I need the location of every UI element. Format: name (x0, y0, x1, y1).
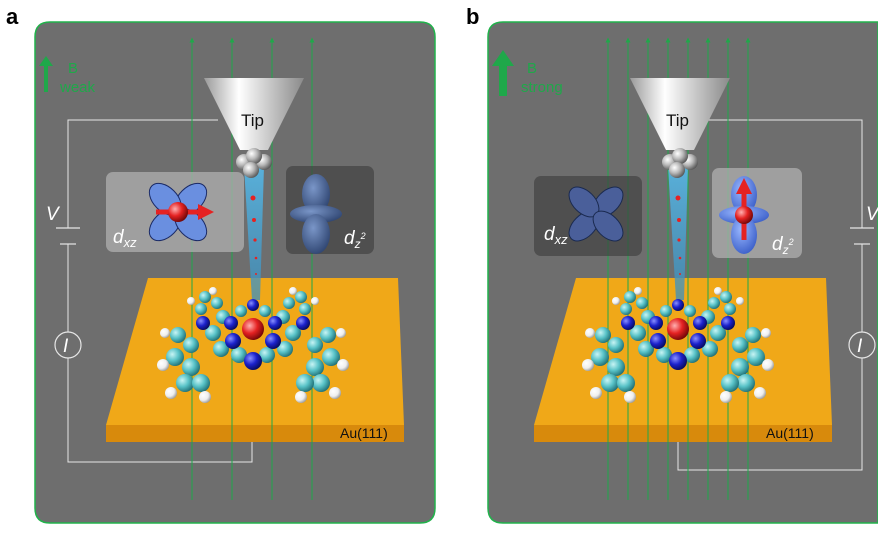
panel-b: b B strong V I Au(111) (466, 4, 878, 524)
voltage-label-a: V (46, 204, 61, 225)
orbital-right-label-a: dz2 (344, 228, 366, 251)
panel-b-letter: b (466, 4, 479, 29)
field-label-weak: weak (59, 79, 96, 96)
orbital-left-label-a: dxz (113, 227, 137, 250)
current-label-b: I (857, 336, 863, 357)
current-meter-b (848, 331, 876, 359)
spin-electron-b (735, 206, 753, 224)
panel-a: a B weak V I Au(111) (6, 4, 436, 524)
dxz-orbital-b (568, 186, 624, 242)
spin-arrow-a (198, 204, 214, 220)
voltage-label-b: V (866, 204, 878, 225)
orbital-right-label-b: dz2 (772, 234, 794, 257)
dz2-orbital-a (290, 174, 342, 254)
circuit-a (67, 119, 253, 463)
panel-a-letter: a (6, 4, 19, 29)
gold-substrate-b (534, 278, 832, 425)
tip-label-a: Tip (241, 111, 264, 130)
circuit-b (677, 119, 863, 471)
tunneling-beam-b (668, 166, 688, 300)
stm-tip-a (204, 78, 304, 150)
substrate-label-b: Au(111) (766, 425, 814, 441)
current-meter-a (54, 331, 82, 359)
substrate-label-a: Au(111) (340, 425, 388, 441)
spin-arrow-b (736, 178, 752, 194)
field-label-b-b: B (527, 60, 537, 77)
orbital-left-label-b: dxz (544, 224, 568, 247)
tip-label-b: Tip (666, 111, 689, 130)
field-label-strong: strong (521, 79, 563, 96)
spin-electron-a (168, 202, 188, 222)
field-label-b-a: B (68, 60, 78, 77)
current-label-a: I (63, 336, 69, 357)
stm-tip-b (630, 78, 730, 150)
tunneling-beam-a (244, 166, 264, 300)
